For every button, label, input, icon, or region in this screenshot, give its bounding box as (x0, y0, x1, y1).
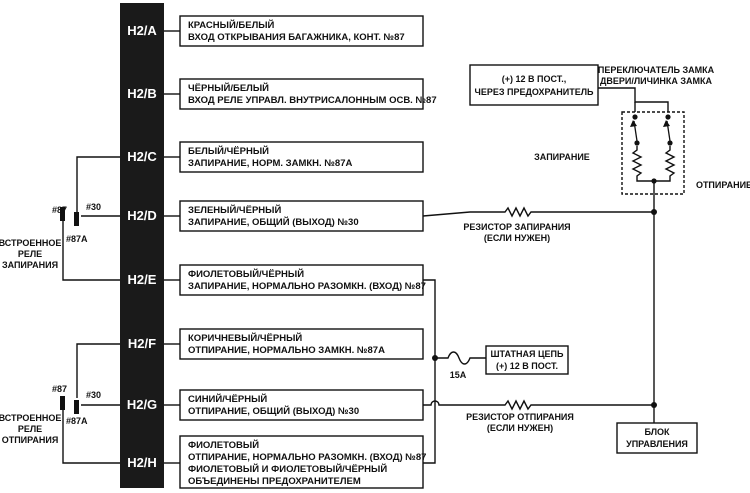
power-box-line-2: ЧЕРЕЗ ПРЕДОХРАНИТЕЛЬ (475, 87, 595, 97)
unlock-relay-name-3: ОТПИРАНИЯ (2, 435, 59, 445)
lock-relay-contact-87a (74, 212, 79, 226)
control-unit-line-2: УПРАВЛЕНИЯ (626, 439, 688, 449)
lock-resistor-label-1: РЕЗИСТОР ЗАПИРАНИЯ (463, 222, 570, 232)
fuse-label: 15A (450, 370, 467, 380)
wire-color-h2-e: ФИОЛЕТОВЫЙ/ЧЁРНЫЙ (188, 268, 304, 280)
pin-label-h2-h: H2/H (127, 455, 157, 470)
lock-label: ЗАПИРАНИЕ (534, 152, 590, 162)
wire-desc-h2-a: ВХОД ОТКРЫВАНИЯ БАГАЖНИКА, КОНТ. №87 (188, 32, 405, 43)
wire-color-h2-h: ФИОЛЕТОВЫЙ (188, 439, 259, 451)
wire-desc-h2-f: ОТПИРАНИЕ, НОРМАЛЬНО ЗАМКН. №87А (188, 345, 385, 356)
wire-box-h2-h (179, 435, 424, 489)
wire-desc-h2-d: ЗАПИРАНИЕ, ОБЩИЙ (ВЫХОД) №30 (188, 216, 359, 228)
wire-desc-h2-h-3: ОБЪЕДИНЕНЫ ПРЕДОХРАНИТЕЛЕМ (188, 476, 361, 487)
connector-block (120, 3, 164, 488)
wire-color-h2-a: КРАСНЫЙ/БЕЛЫЙ (188, 19, 275, 31)
supply-box (485, 345, 569, 375)
wire-color-h2-g: СИНИЙ/ЧЁРНЫЙ (188, 393, 267, 405)
wire-desc-h2-c: ЗАПИРАНИЕ, НОРМ. ЗАМКН. №87А (188, 158, 352, 169)
unlock-relay-wires (62, 343, 120, 464)
pin-label-h2-f: H2/F (128, 336, 156, 351)
unlock-resistor-label-2: (ЕСЛИ НУЖЕН) (487, 423, 553, 433)
wire-box-h2-f (179, 328, 424, 360)
pin-label-h2-d: H2/D (127, 208, 157, 223)
lock-relay-name-1: ВСТРОЕННОЕ (0, 238, 61, 248)
wire-box-h2-a (179, 15, 424, 47)
pin-label-h2-b: H2/B (127, 86, 157, 101)
lock-relay-wires (62, 156, 120, 281)
door-lock-switch (621, 111, 685, 195)
control-unit-line-1: БЛОК (644, 427, 670, 437)
fuse-feed-wires (423, 279, 488, 464)
lock-relay-name-3: ЗАПИРАНИЯ (2, 260, 58, 270)
power-box (469, 64, 599, 106)
unlock-relay-contact-87a (74, 400, 79, 414)
wire-box-h2-g (179, 389, 424, 421)
unlock-relay-name-1: ВСТРОЕННОЕ (0, 413, 61, 423)
lock-resistor-label-2: (ЕСЛИ НУЖЕН) (484, 233, 550, 243)
wire-desc-h2-e: ЗАПИРАНИЕ, НОРМАЛЬНО РАЗОМКН. (ВХОД) №87 (188, 281, 426, 292)
lock-relay-87a-label: #87A (66, 234, 88, 244)
wire-box-h2-b (179, 78, 424, 110)
fuse-junction (432, 355, 438, 361)
control-unit-box (616, 422, 698, 454)
wire-color-h2-d: ЗЕЛЕНЫЙ/ЧЁРНЫЙ (188, 204, 281, 216)
pin-stubs (164, 30, 180, 464)
unlock-relay-87-label: #87 (52, 384, 67, 394)
lock-relay-name-2: РЕЛЕ (18, 249, 42, 259)
unlock-resistor-label-1: РЕЗИСТОР ОТПИРАНИЯ (466, 412, 574, 422)
wire-desc-h2-b: ВХОД РЕЛЕ УПРАВЛ. ВНУТРИСАЛОННЫМ ОСВ. №8… (188, 95, 437, 106)
wire-desc-h2-h-2: ФИОЛЕТОВЫЙ И ФИОЛЕТОВЫЙ/ЧЁРНЫЙ (188, 463, 387, 475)
switch-label-line-1: ПЕРЕКЛЮЧАТЕЛЬ ЗАМКА (598, 65, 715, 75)
unlock-relay-name-2: РЕЛЕ (18, 424, 42, 434)
supply-box-line-2: (+) 12 В ПОСТ. (496, 361, 558, 371)
pin-label-h2-g: H2/G (127, 397, 157, 412)
lock-relay-contact-87 (60, 207, 65, 221)
unlock-label: ОТПИРАНИЕ (696, 180, 750, 190)
lock-relay-30-label: #30 (86, 202, 101, 212)
switch-contacts (630, 114, 676, 184)
lock-resistor-wire (422, 206, 654, 218)
wire-desc-h2-h-1: ОТПИРАНИЕ, НОРМАЛЬНО РАЗОМКН. (ВХОД) №87 (188, 452, 426, 463)
unlock-relay-30-label: #30 (86, 390, 101, 400)
power-box-line-1: (+) 12 В ПОСТ., (502, 74, 567, 84)
wire-desc-h2-g: ОТПИРАНИЕ, ОБЩИЙ (ВЫХОД) №30 (188, 405, 359, 417)
wire-box-h2-c (179, 141, 424, 173)
unlock-relay-87a-label: #87A (66, 416, 88, 426)
unlock-relay-contact-87 (60, 396, 65, 410)
pin-label-h2-a: H2/A (127, 23, 157, 38)
switch-wiring (598, 87, 669, 112)
unlock-resistor-wire (423, 399, 654, 411)
lock-relay-87-label: #87 (52, 205, 67, 215)
switch-label-line-2: ДВЕРИ/ЛИЧИНКА ЗАМКА (600, 76, 713, 86)
wire-color-h2-b: ЧЁРНЫЙ/БЕЛЫЙ (188, 82, 269, 94)
supply-box-line-1: ШТАТНАЯ ЦЕПЬ (490, 349, 564, 359)
pin-label-h2-c: H2/C (127, 149, 157, 164)
wire-color-h2-c: БЕЛЫЙ/ЧЁРНЫЙ (188, 145, 269, 157)
wire-color-h2-f: КОРИЧНЕВЫЙ/ЧЁРНЫЙ (188, 332, 302, 344)
pin-label-h2-e: H2/E (128, 272, 157, 287)
